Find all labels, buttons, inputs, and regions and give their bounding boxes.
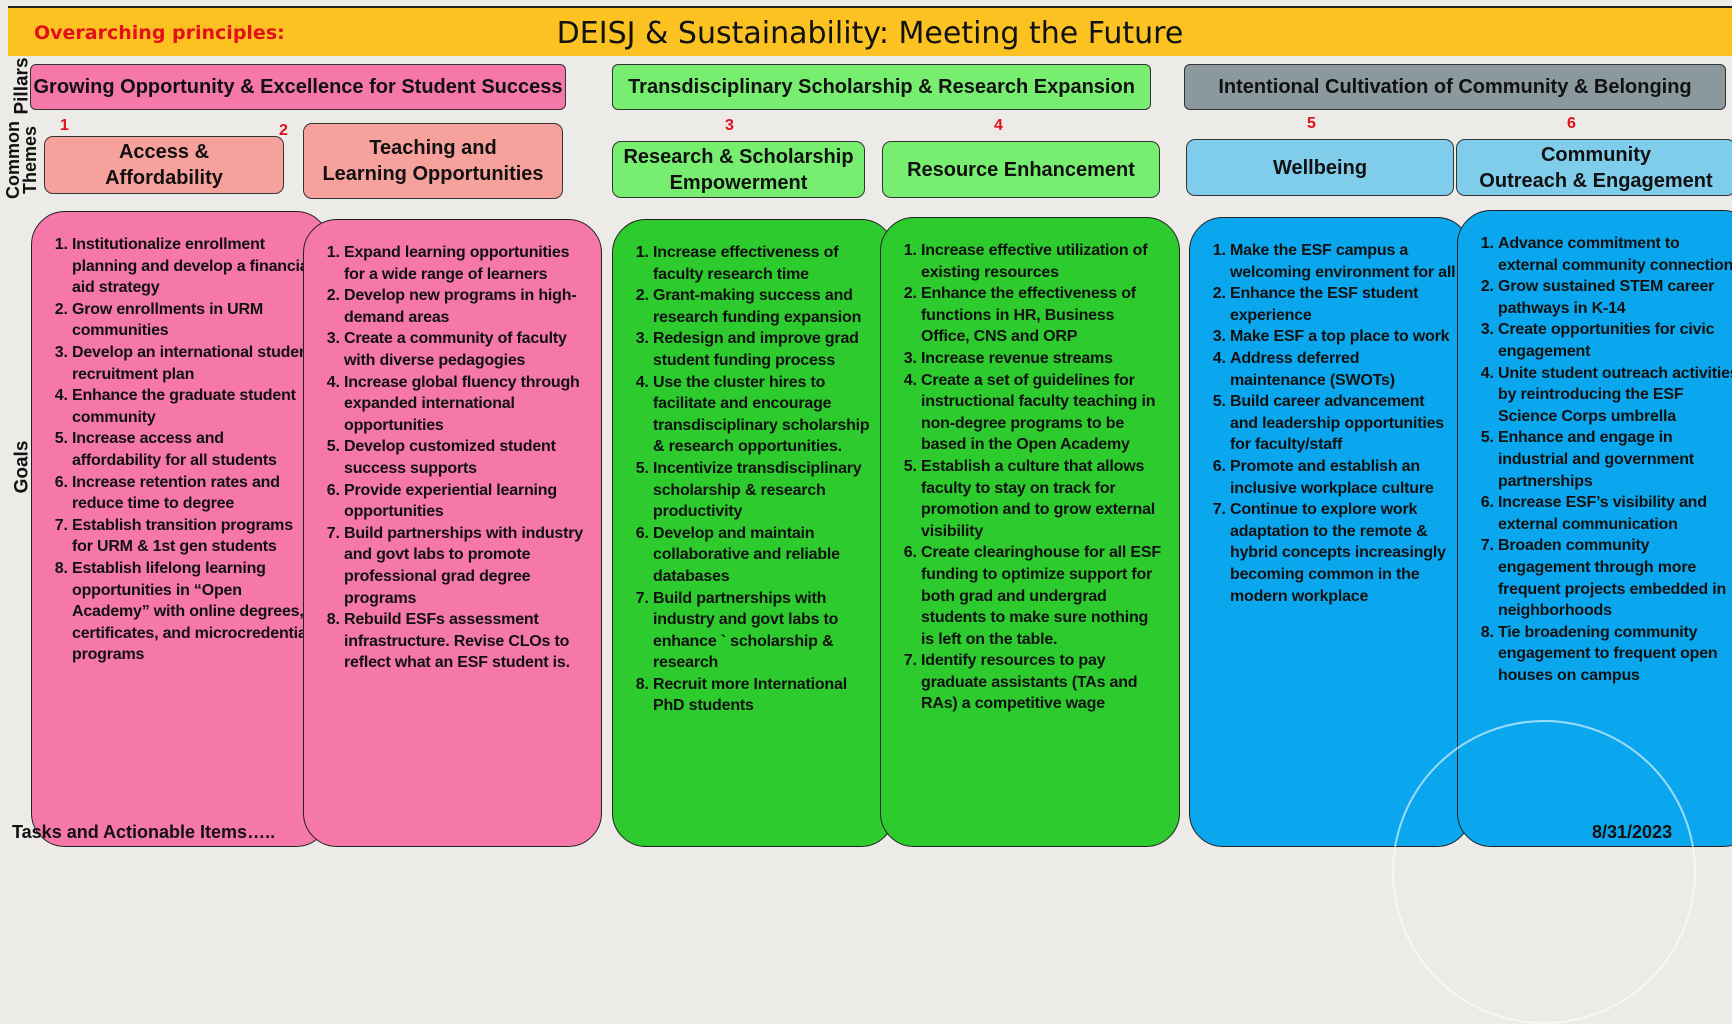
- goal-item: Continue to explore work adaptation to t…: [1230, 499, 1456, 607]
- goal-item: Develop customized student success suppo…: [344, 436, 587, 479]
- goal-item: Develop and maintain collaborative and r…: [653, 523, 880, 588]
- watermark-seal: [1392, 720, 1696, 1024]
- goals-list: Make the ESF campus a welcoming environm…: [1206, 240, 1456, 607]
- goal-item: Increase effective utilization of existi…: [921, 240, 1165, 283]
- goal-item: Grant-making success and research fundin…: [653, 285, 880, 328]
- goal-item: Advance commitment to external community…: [1498, 233, 1732, 276]
- goal-item: Increase revenue streams: [921, 348, 1165, 370]
- theme-number: 6: [1567, 115, 1576, 132]
- goal-item: Establish a culture that allows faculty …: [921, 456, 1165, 542]
- goal-item: Increase global fluency through expanded…: [344, 372, 587, 437]
- theme-number: 4: [994, 117, 1003, 134]
- goal-item: Redesign and improve grad student fundin…: [653, 328, 880, 371]
- goal-item: Create clearinghouse for all ESF funding…: [921, 542, 1165, 650]
- goal-item: Enhance the ESF student experience: [1230, 283, 1456, 326]
- theme-number: 2: [279, 122, 288, 139]
- theme-community-outreach: Community Outreach & Engagement: [1456, 139, 1732, 196]
- pillar-student-success: Growing Opportunity & Excellence for Stu…: [30, 64, 566, 110]
- goal-item: Tie broadening community engagement to f…: [1498, 622, 1732, 687]
- goal-item: Use the cluster hires to facilitate and …: [653, 372, 880, 458]
- goal-item: Expand learning opportunities for a wide…: [344, 242, 587, 285]
- goal-item: Provide experiential learning opportunit…: [344, 480, 587, 523]
- footer-tasks-label: Tasks and Actionable Items…..: [12, 822, 276, 842]
- theme-wellbeing: Wellbeing: [1186, 139, 1454, 196]
- goal-item: Develop an international student recruit…: [72, 342, 315, 385]
- goal-item: Establish lifelong learning opportunitie…: [72, 558, 315, 666]
- goal-item: Unite student outreach activities by rei…: [1498, 363, 1732, 428]
- goal-item: Grow enrollments in URM communities: [72, 299, 315, 342]
- footer-date: 8/31/2023: [1592, 822, 1673, 842]
- goal-item: Increase retention rates and reduce time…: [72, 472, 315, 515]
- goal-item: Identify resources to pay graduate assis…: [921, 650, 1165, 715]
- goal-item: Enhance the graduate student community: [72, 385, 315, 428]
- goals-list: Increase effectiveness of faculty resear…: [629, 242, 880, 717]
- goal-item: Create a set of guidelines for instructi…: [921, 370, 1165, 456]
- goals-row-label: Goals: [11, 440, 33, 494]
- goal-item: Broaden community engagement through mor…: [1498, 535, 1732, 621]
- goal-item: Rebuild ESFs assessment infrastructure. …: [344, 609, 587, 674]
- goals-panel-research-scholarship: Increase effectiveness of faculty resear…: [612, 219, 895, 847]
- theme-teaching-learning: Teaching and Learning Opportunities: [303, 123, 563, 199]
- goal-item: Make ESF a top place to work: [1230, 326, 1456, 348]
- overarching-principles-label: Overarching principles:: [34, 22, 285, 44]
- header-banner: Overarching principles: DEISJ & Sustaina…: [8, 6, 1732, 56]
- goals-panel-wellbeing: Make the ESF campus a welcoming environm…: [1189, 217, 1471, 847]
- pillars-row-label: Pillars: [11, 57, 33, 115]
- pillar-community-belonging: Intentional Cultivation of Community & B…: [1184, 64, 1726, 110]
- goal-item: Create a community of faculty with diver…: [344, 328, 587, 371]
- goals-panel-community-outreach: Advance commitment to external community…: [1457, 210, 1732, 847]
- goal-item: Increase ESF’s visibility and external c…: [1498, 492, 1732, 535]
- goal-item: Build career advancement and leadership …: [1230, 391, 1456, 456]
- goal-item: Enhance the effectiveness of functions i…: [921, 283, 1165, 348]
- goals-list: Increase effective utilization of existi…: [897, 240, 1165, 715]
- theme-number: 3: [725, 117, 734, 134]
- goal-item: Develop new programs in high-demand area…: [344, 285, 587, 328]
- goal-item: Create opportunities for civic engagemen…: [1498, 319, 1732, 362]
- goal-item: Enhance and engage in industrial and gov…: [1498, 427, 1732, 492]
- theme-research-scholarship: Research & Scholarship Empowerment: [612, 141, 865, 198]
- goals-panel-resource-enhancement: Increase effective utilization of existi…: [880, 217, 1180, 847]
- theme-number: 1: [60, 117, 69, 134]
- pillar-scholarship-research: Transdisciplinary Scholarship & Research…: [612, 64, 1151, 110]
- goals-panel-access-affordability: Institutionalize enrollment planning and…: [31, 211, 330, 847]
- theme-access-affordability: Access & Affordability: [44, 136, 284, 194]
- goal-item: Build partnerships with industry and gov…: [653, 588, 880, 674]
- goal-item: Build partnerships with industry and gov…: [344, 523, 587, 609]
- goal-item: Make the ESF campus a welcoming environm…: [1230, 240, 1456, 283]
- goal-item: Increase effectiveness of faculty resear…: [653, 242, 880, 285]
- page-title: DEISJ & Sustainability: Meeting the Futu…: [556, 16, 1184, 51]
- theme-resource-enhancement: Resource Enhancement: [882, 141, 1160, 198]
- themes-row-label: Common Themes: [3, 121, 40, 199]
- goal-item: Grow sustained STEM career pathways in K…: [1498, 276, 1732, 319]
- goal-item: Incentivize transdisciplinary scholarshi…: [653, 458, 880, 523]
- goal-item: Address deferred maintenance (SWOTs): [1230, 348, 1456, 391]
- theme-number: 5: [1307, 115, 1316, 132]
- goal-item: Recruit more International PhD students: [653, 674, 880, 717]
- goals-panel-teaching-learning: Expand learning opportunities for a wide…: [303, 219, 602, 847]
- goal-item: Promote and establish an inclusive workp…: [1230, 456, 1456, 499]
- goal-item: Institutionalize enrollment planning and…: [72, 234, 315, 299]
- goals-list: Advance commitment to external community…: [1474, 233, 1732, 686]
- goal-item: Establish transition programs for URM & …: [72, 515, 315, 558]
- goal-item: Increase access and affordability for al…: [72, 428, 315, 471]
- goals-list: Expand learning opportunities for a wide…: [320, 242, 587, 674]
- goals-list: Institutionalize enrollment planning and…: [48, 234, 315, 666]
